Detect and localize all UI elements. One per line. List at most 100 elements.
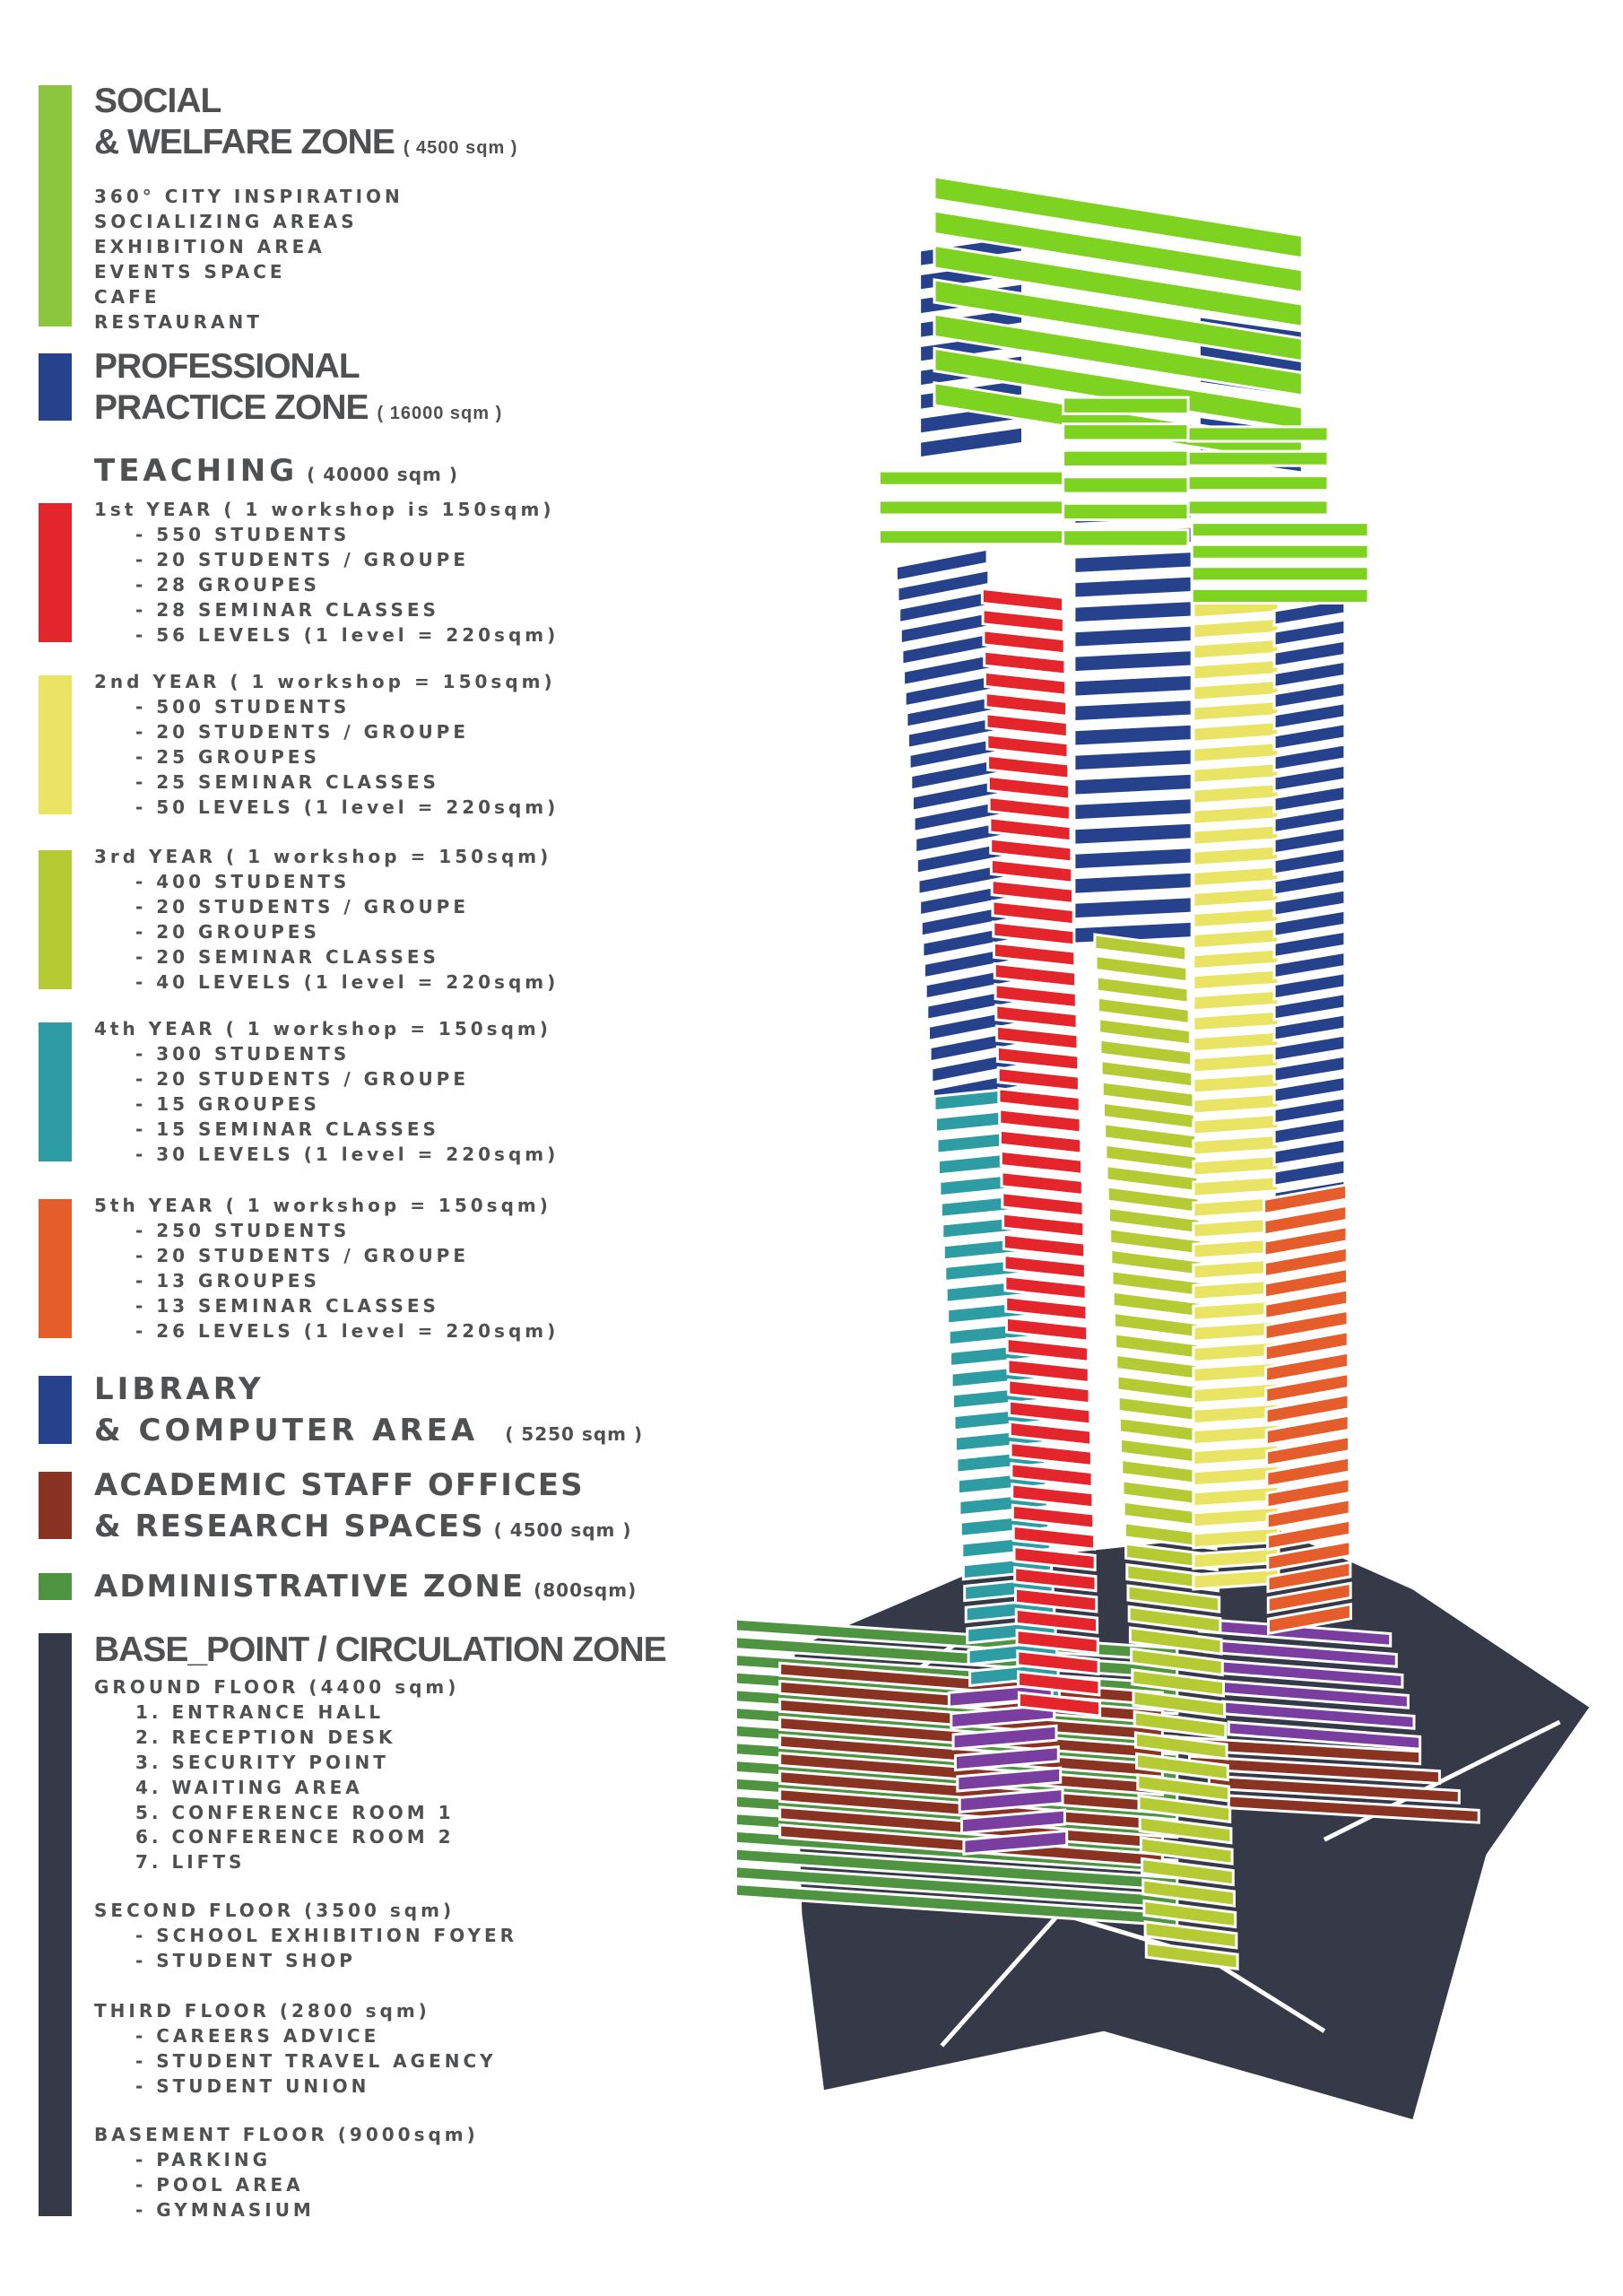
year-5-swatch	[39, 1199, 72, 1338]
year1-slab	[1011, 1483, 1095, 1509]
professional-slab	[1272, 722, 1347, 752]
professional-title-1: PROFESSIONAL	[94, 347, 360, 386]
year-heading: 3rd YEAR ( 1 workshop = 150sqm)	[94, 846, 552, 867]
admin-swatch	[39, 1573, 72, 1600]
year-detail: - 400 STUDENTS	[135, 870, 351, 892]
year3-slab	[1135, 1752, 1229, 1782]
year2-slab	[1192, 1133, 1280, 1157]
social-item: SOCIALIZING AREAS	[94, 210, 358, 232]
year1-slab	[987, 795, 1072, 822]
professional-slab	[1272, 763, 1347, 794]
year-detail: - 20 STUDENTS / GROUPE	[135, 895, 470, 918]
year3-slab	[1132, 1689, 1227, 1719]
year2-slab	[1192, 616, 1280, 640]
professional-slab	[1272, 1013, 1347, 1042]
year5-slab	[1266, 1539, 1352, 1572]
social-item: RESTAURANT	[94, 310, 263, 333]
year2-slab	[1192, 781, 1280, 805]
year-detail: - 25 SEMINAR CLASSES	[135, 770, 439, 793]
year2-slab	[1192, 1505, 1280, 1529]
social-slab	[1186, 499, 1330, 517]
social-item: EVENTS SPACE	[94, 260, 286, 283]
year5-slab	[1265, 1498, 1351, 1531]
year3-slab	[1141, 1857, 1235, 1887]
professional-slab	[1072, 771, 1193, 797]
year1-slab	[1011, 1503, 1096, 1530]
year-detail: - 550 STUDENTS	[135, 523, 351, 545]
social-item: CAFE	[94, 285, 161, 308]
year-4-swatch	[39, 1022, 72, 1161]
professional-slab	[1272, 639, 1347, 669]
floor-detail: - SCHOOL EXHIBITION FOYER	[135, 1924, 518, 1946]
year2-slab	[1192, 926, 1280, 951]
purple-slab	[960, 1808, 1066, 1835]
year1-slab	[1005, 1316, 1089, 1343]
year-heading: 2nd YEAR ( 1 workshop = 150sqm)	[94, 671, 556, 692]
year1-slab	[998, 1108, 1082, 1135]
year3-slab	[1095, 975, 1190, 1004]
professional-slab	[1272, 659, 1347, 690]
professional-slab	[1072, 648, 1193, 674]
floor-legend: BASEMENT FLOOR (9000sqm)- PARKING- POOL …	[94, 2123, 479, 2223]
floor-heading: SECOND FLOOR (3500 sqm)	[94, 1900, 456, 1921]
professional-slab	[1072, 574, 1193, 600]
year1-slab	[999, 1149, 1083, 1176]
teaching-title: TEACHING	[94, 453, 299, 489]
purple-slab	[956, 1766, 1063, 1793]
year-detail: - 500 STUDENTS	[135, 695, 351, 718]
year1-slab	[1004, 1295, 1089, 1322]
professional-slab	[1072, 599, 1193, 625]
year3-slab	[1126, 1584, 1221, 1613]
professional-title-2: PRACTICE ZONE	[94, 388, 369, 427]
professional-slab	[1272, 618, 1347, 648]
year3-slab	[1094, 953, 1189, 984]
year1-slab	[995, 1024, 1080, 1051]
year2-slab	[1192, 1009, 1280, 1033]
floor-legend: SECOND FLOOR (3500 sqm) - SCHOOL EXHIBITI…	[94, 1899, 517, 1974]
year2-slab	[1192, 678, 1280, 702]
year2-slab	[1192, 1174, 1280, 1198]
professional-slab	[1272, 784, 1347, 814]
professional-slab	[1272, 909, 1347, 939]
social-slab	[933, 209, 1304, 294]
social-slab	[933, 312, 1304, 397]
professional-slab	[1272, 680, 1347, 710]
year1-slab	[1008, 1420, 1093, 1447]
professional-slab	[894, 547, 989, 583]
year1-slab	[991, 900, 1075, 926]
social-slab	[1062, 501, 1190, 522]
year-1-swatch	[39, 503, 72, 642]
year1-slab	[1005, 1336, 1089, 1363]
year-heading: 4th YEAR ( 1 workshop = 150sqm)	[94, 1018, 551, 1039]
year1-slab	[994, 1004, 1079, 1031]
year1-slab	[997, 1087, 1081, 1114]
social-slab	[1190, 521, 1370, 539]
professional-slab	[1072, 550, 1193, 576]
social-zone-legend: SOCIAL & WELFARE ZONE( 4500 sqm ) 360° C…	[94, 81, 517, 335]
year-1-legend: 1st YEAR ( 1 workshop is 150sqm)- 550 ST…	[94, 498, 559, 648]
year-detail: - 50 LEVELS (1 level = 220sqm)	[135, 796, 560, 818]
year2-slab	[1192, 699, 1280, 723]
year5-slab	[1266, 1581, 1352, 1614]
professional-slab	[1072, 747, 1193, 773]
year1-slab	[988, 816, 1072, 843]
year5-slab	[1265, 1434, 1350, 1467]
year2-slab	[1192, 1071, 1280, 1095]
year3-slab	[1139, 1836, 1234, 1866]
social-slab	[878, 469, 1065, 487]
professional-slab	[1272, 743, 1347, 772]
year2-slab	[1192, 906, 1280, 930]
professional-slab	[1072, 870, 1193, 896]
year2-slab	[1192, 1091, 1280, 1116]
year3-slab	[1138, 1814, 1233, 1845]
year1-slab	[1014, 1607, 1099, 1634]
social-slab	[1062, 422, 1190, 442]
year5-slab	[1264, 1393, 1350, 1426]
year5-slab	[1264, 1371, 1350, 1405]
year1-slab	[989, 857, 1074, 884]
base-legend: BASE_POINT / CIRCULATION ZONE	[94, 1630, 667, 1671]
base-swatch	[39, 1633, 72, 2216]
social-slab	[1062, 475, 1190, 495]
floor-detail: - CAREERS ADVICE	[135, 2024, 380, 2047]
professional-slab	[896, 568, 991, 604]
